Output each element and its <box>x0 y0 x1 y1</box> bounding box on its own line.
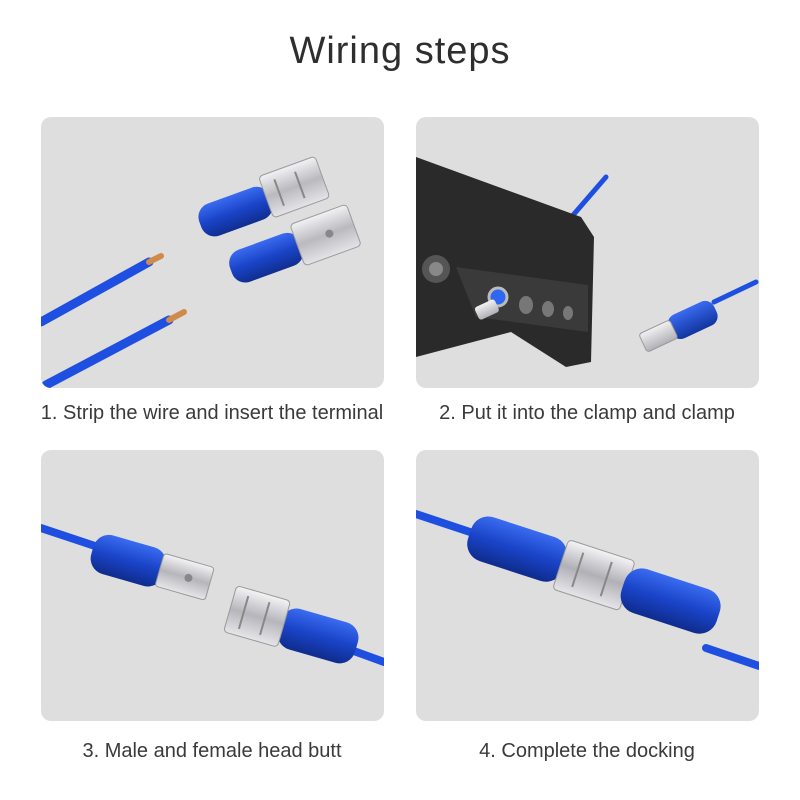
joined-connector <box>416 510 759 670</box>
step-1-caption: 1. Strip the wire and insert the termina… <box>40 402 384 424</box>
step-2-image <box>416 117 759 388</box>
crimped-terminal <box>639 279 759 352</box>
female-terminal <box>198 156 330 237</box>
step-1-image <box>41 117 384 388</box>
stripped-wire-bottom <box>41 309 187 388</box>
male-connector <box>41 524 215 601</box>
male-terminal <box>229 204 361 283</box>
step-4-image <box>416 450 759 721</box>
page-title: Wiring steps <box>289 30 511 72</box>
step-3-caption: 3. Male and female head butt <box>82 740 342 762</box>
crimping-tool <box>416 157 594 367</box>
stripped-wire-top <box>41 253 164 327</box>
step-2-caption: 2. Put it into the clamp and clamp <box>439 402 735 424</box>
female-connector <box>223 586 384 666</box>
step-3-image <box>41 450 384 721</box>
step-4-caption: 4. Complete the docking <box>479 740 695 762</box>
